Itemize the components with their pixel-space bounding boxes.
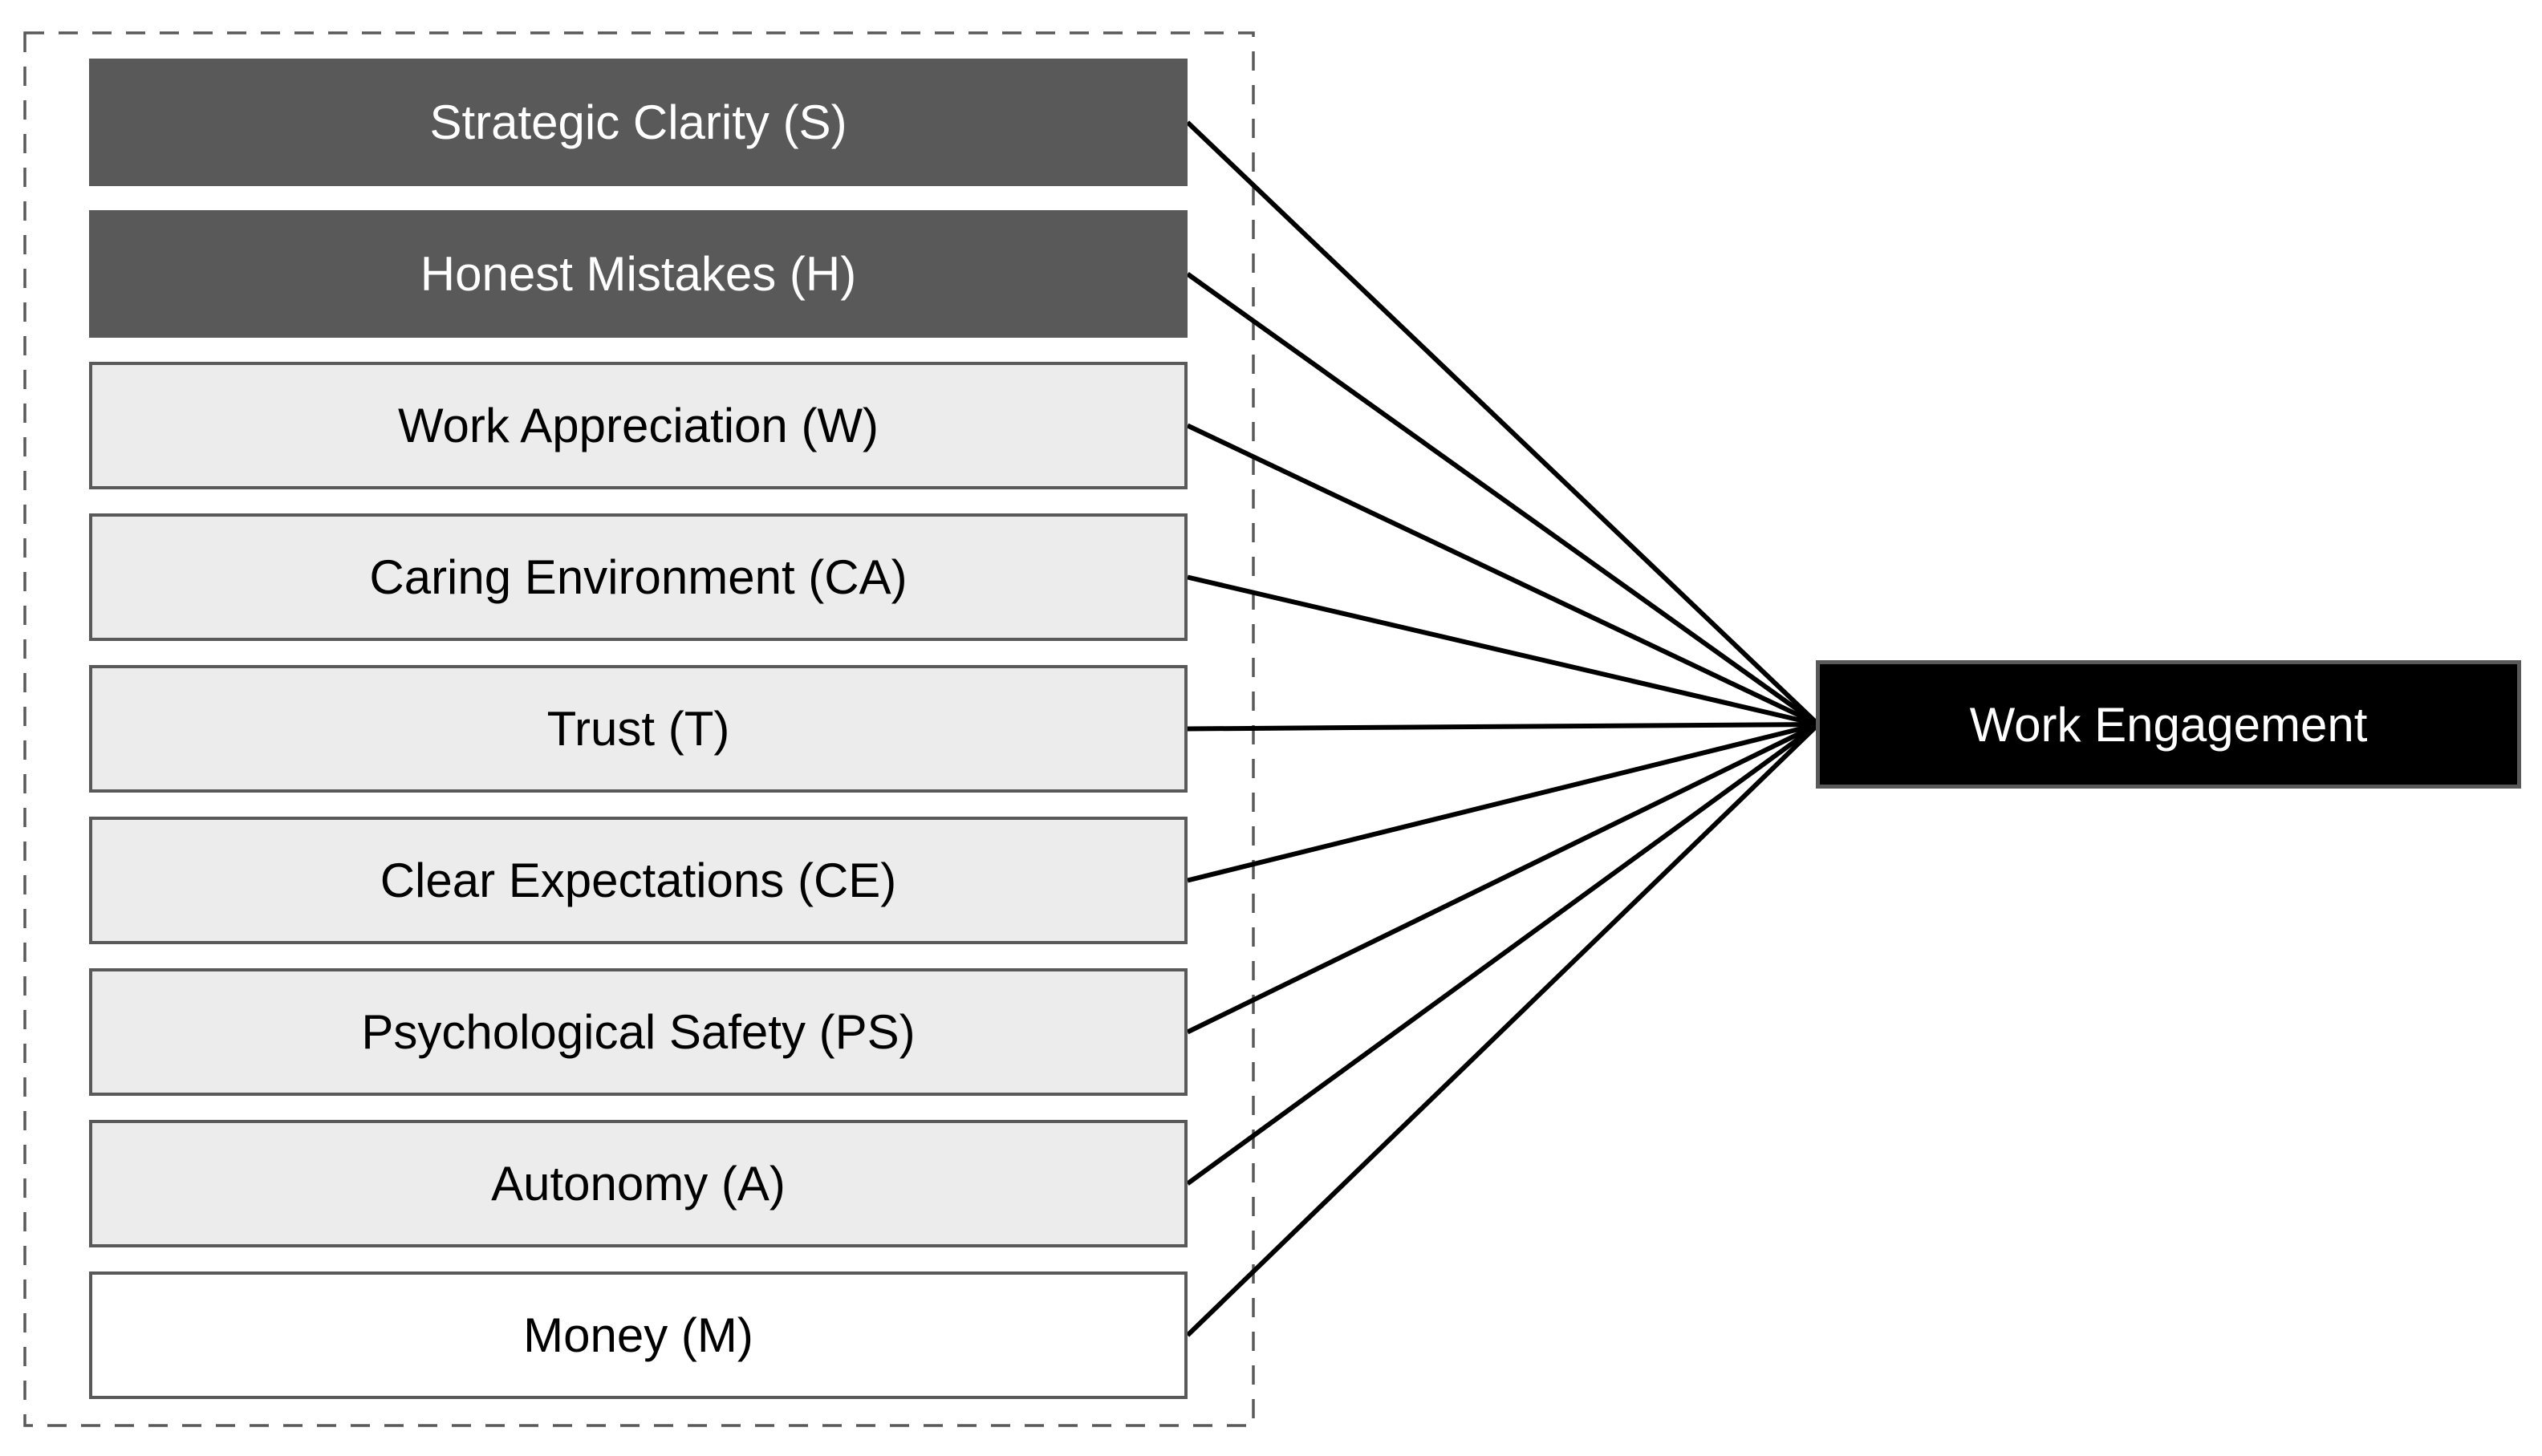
connector-line-a [1186, 722, 1820, 1186]
antecedent-box-s: Strategic Clarity (S) [89, 59, 1188, 186]
antecedent-label-ca: Caring Environment (CA) [369, 550, 908, 604]
antecedent-box-w: Work Appreciation (W) [89, 362, 1188, 489]
antecedent-label-m: Money (M) [523, 1308, 753, 1362]
connector-line-w [1186, 423, 1820, 727]
antecedent-label-s: Strategic Clarity (S) [429, 95, 847, 149]
connector-line-ca [1187, 574, 1819, 727]
antecedent-label-ps: Psychological Safety (PS) [361, 1005, 916, 1059]
connector-line-t [1187, 722, 1819, 732]
connector-line-ce [1187, 722, 1819, 883]
antecedent-box-ca: Caring Environment (CA) [89, 513, 1188, 641]
antecedent-box-h: Honest Mistakes (H) [89, 210, 1188, 338]
antecedent-box-a: Autonomy (A) [89, 1120, 1188, 1247]
connector-line-s [1185, 120, 1821, 727]
antecedent-label-ce: Clear Expectations (CE) [380, 854, 897, 907]
connector-line-ps [1186, 722, 1820, 1035]
outcome-box-work-engagement: Work Engagement [1816, 660, 2521, 789]
outcome-label: Work Engagement [1969, 697, 2368, 752]
connector-line-m [1185, 722, 1821, 1337]
antecedent-box-t: Trust (T) [89, 665, 1188, 793]
connector-lines [1185, 120, 1821, 1337]
antecedent-box-m: Money (M) [89, 1271, 1188, 1399]
antecedent-box-ps: Psychological Safety (PS) [89, 968, 1188, 1096]
antecedent-box-ce: Clear Expectations (CE) [89, 817, 1188, 944]
antecedent-label-w: Work Appreciation (W) [397, 399, 879, 452]
antecedent-label-h: Honest Mistakes (H) [420, 247, 857, 301]
antecedent-label-t: Trust (T) [546, 702, 730, 756]
antecedent-label-a: Autonomy (A) [491, 1157, 786, 1211]
connector-line-h [1186, 272, 1820, 727]
